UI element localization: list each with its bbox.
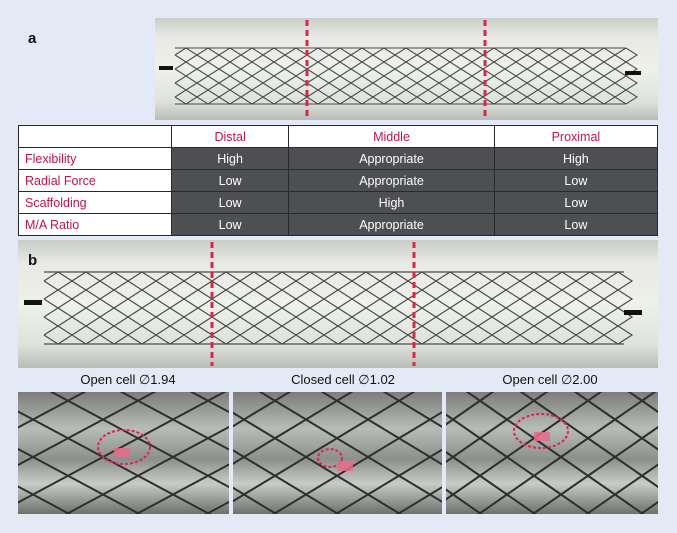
row-label: M/A Ratio	[18, 213, 172, 236]
table-row: Flexibility High Appropriate High	[18, 147, 659, 170]
closeup-mesh-1	[18, 392, 229, 514]
table-cell: Low	[493, 191, 659, 214]
table-header-row: Distal Middle Proximal	[18, 125, 659, 148]
cell-measure-circle	[317, 448, 343, 468]
column-header: Middle	[288, 125, 495, 148]
cell-measure-circle	[513, 413, 569, 449]
stent-photo-a	[155, 18, 658, 120]
table-cell: Low	[493, 213, 659, 236]
table-cell: Low	[170, 191, 290, 214]
measurement-tag	[337, 462, 353, 471]
stent-mesh-b	[24, 242, 642, 366]
table-cell: Low	[493, 169, 659, 192]
table-cell: High	[493, 147, 659, 170]
table-corner	[18, 125, 172, 148]
table-cell: High	[170, 147, 290, 170]
closeup-closed-cell-middle	[233, 392, 442, 514]
panel-a-label: a	[28, 30, 37, 47]
table-row: Scaffolding Low High Low	[18, 191, 659, 214]
closeup-open-cell-distal	[18, 392, 229, 514]
table-cell: Appropriate	[288, 147, 495, 170]
stent-photo-b	[18, 240, 658, 368]
row-label: Scaffolding	[18, 191, 172, 214]
table-row: Radial Force Low Appropriate Low	[18, 169, 659, 192]
table-cell: Low	[170, 213, 290, 236]
column-header: Proximal	[493, 125, 659, 148]
table-cell: High	[288, 191, 495, 214]
closeup-mesh-2	[233, 392, 442, 514]
closeup-open-cell-proximal	[446, 392, 658, 514]
marker-left-b	[24, 300, 42, 305]
row-label: Flexibility	[18, 147, 172, 170]
caption-closed-cell-middle: Closed cell ∅1.02	[291, 372, 395, 387]
table-row: M/A Ratio Low Appropriate Low	[18, 213, 659, 236]
measurement-tag	[534, 432, 550, 441]
marker-right-b	[624, 310, 642, 315]
marker-left-a	[159, 66, 173, 70]
measurement-tag	[114, 448, 130, 457]
caption-open-cell-distal: Open cell ∅1.94	[80, 372, 176, 387]
table-cell: Appropriate	[288, 213, 495, 236]
caption-open-cell-proximal: Open cell ∅2.00	[502, 372, 598, 387]
table-cell: Appropriate	[288, 169, 495, 192]
stent-mesh-a	[159, 20, 641, 118]
column-header: Distal	[170, 125, 290, 148]
table-cell: Low	[170, 169, 290, 192]
panel-b-label: b	[28, 252, 38, 269]
cell-measure-circle	[97, 429, 151, 465]
row-label: Radial Force	[18, 169, 172, 192]
marker-right-a	[625, 71, 641, 75]
stent-properties-table: Distal Middle Proximal Flexibility High …	[18, 125, 659, 236]
closeup-mesh-3	[446, 392, 658, 514]
